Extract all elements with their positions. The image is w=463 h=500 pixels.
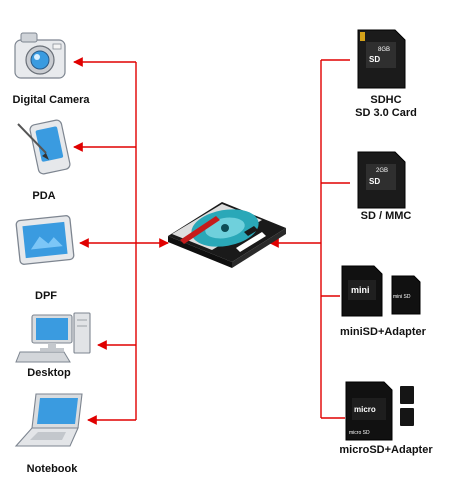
label-microsd-adapter: microSD+Adapter	[339, 444, 433, 456]
label-pda: PDA	[32, 190, 56, 202]
label-sd-mmc: SD / MMC	[360, 210, 412, 222]
sdhc-card-icon: 8GB SD	[357, 29, 406, 89]
notebook-laptop-icon	[14, 393, 83, 447]
label-sdhc: SDHC SD 3.0 Card	[340, 94, 432, 120]
sdhc-card-text: 8GB	[378, 47, 390, 53]
microsd-adapter-icon: micro micro SD	[345, 381, 414, 441]
label-sdhc-line2: SD 3.0 Card	[355, 107, 417, 119]
svg-text:micro: micro	[354, 405, 376, 414]
digital-camera-icon	[14, 32, 66, 79]
label-desktop: Desktop	[27, 367, 71, 379]
svg-text:SD: SD	[369, 177, 380, 186]
minisd-card-text: mini SD	[393, 294, 411, 300]
minisd-adapter-icon: mini mini SD	[341, 265, 421, 317]
desktop-computer-icon	[15, 312, 91, 363]
label-sdhc-line1: SDHC	[370, 94, 402, 106]
sd-mmc-card-text: 2GB	[376, 168, 388, 174]
svg-text:mini: mini	[351, 285, 370, 295]
pda-icon	[17, 119, 71, 175]
connector-lines	[73, 57, 350, 425]
sd-card-adapter-icon	[168, 202, 286, 268]
sd-mmc-card-icon: 2GB SD	[357, 151, 406, 209]
label-digital-camera: Digital Camera	[12, 94, 90, 106]
label-notebook: Notebook	[26, 463, 78, 475]
svg-text:SD: SD	[369, 55, 380, 64]
microsd-card-text: micro SD	[349, 430, 370, 436]
label-dpf: DPF	[35, 290, 57, 302]
digital-photo-frame-icon	[15, 215, 75, 265]
label-minisd-adapter: miniSD+Adapter	[340, 326, 426, 338]
